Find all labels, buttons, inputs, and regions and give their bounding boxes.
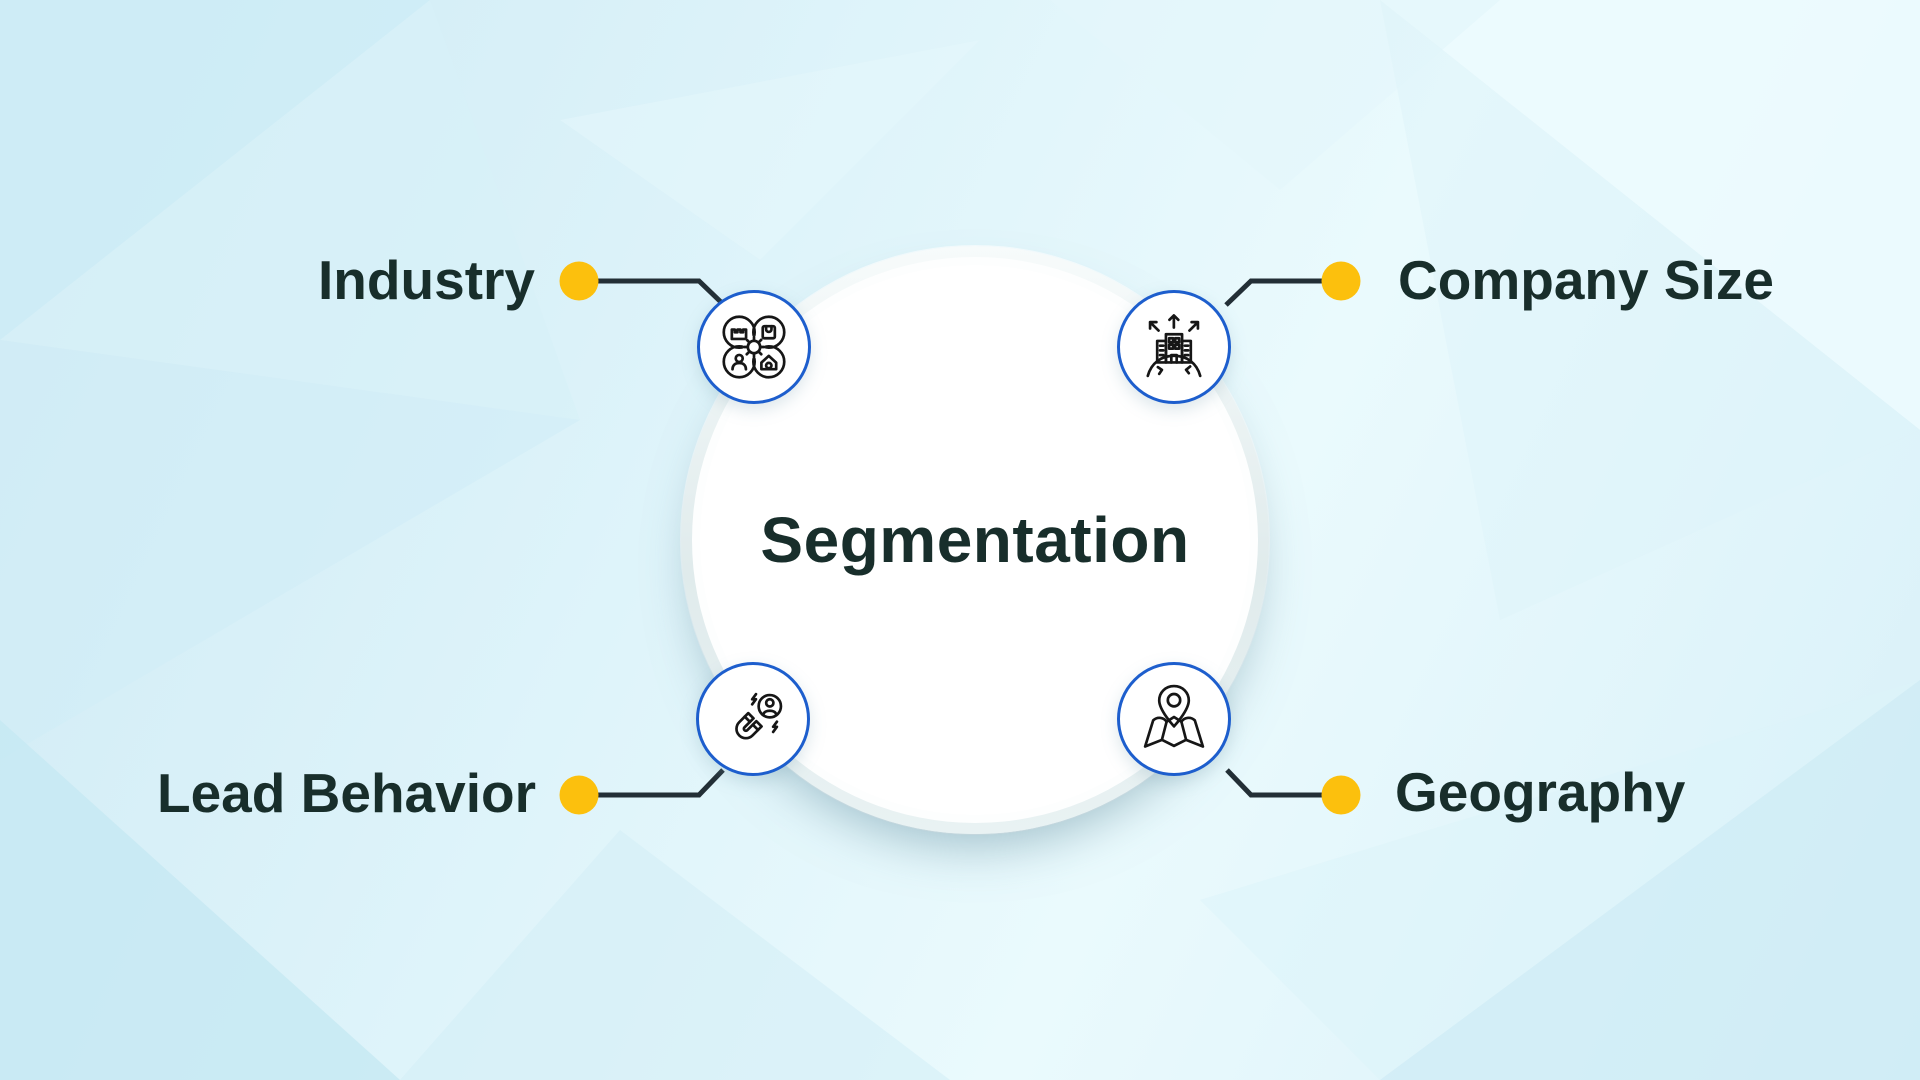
- label-industry: Industry: [318, 249, 535, 311]
- label-geography: Geography: [1395, 761, 1686, 823]
- node-geography: [1117, 662, 1231, 776]
- label-company-size: Company Size: [1398, 249, 1774, 311]
- industry-categories-icon: [722, 315, 786, 379]
- node-industry: [697, 290, 811, 404]
- node-company-size: [1117, 290, 1231, 404]
- lead-magnet-icon: [735, 692, 783, 740]
- diagram-title: Segmentation: [760, 504, 1190, 576]
- map-location-pin-icon: [1143, 684, 1205, 748]
- label-lead-behavior: Lead Behavior: [156, 762, 536, 824]
- company-growth-building-icon: [1146, 314, 1202, 378]
- node-lead-behavior: [696, 662, 810, 776]
